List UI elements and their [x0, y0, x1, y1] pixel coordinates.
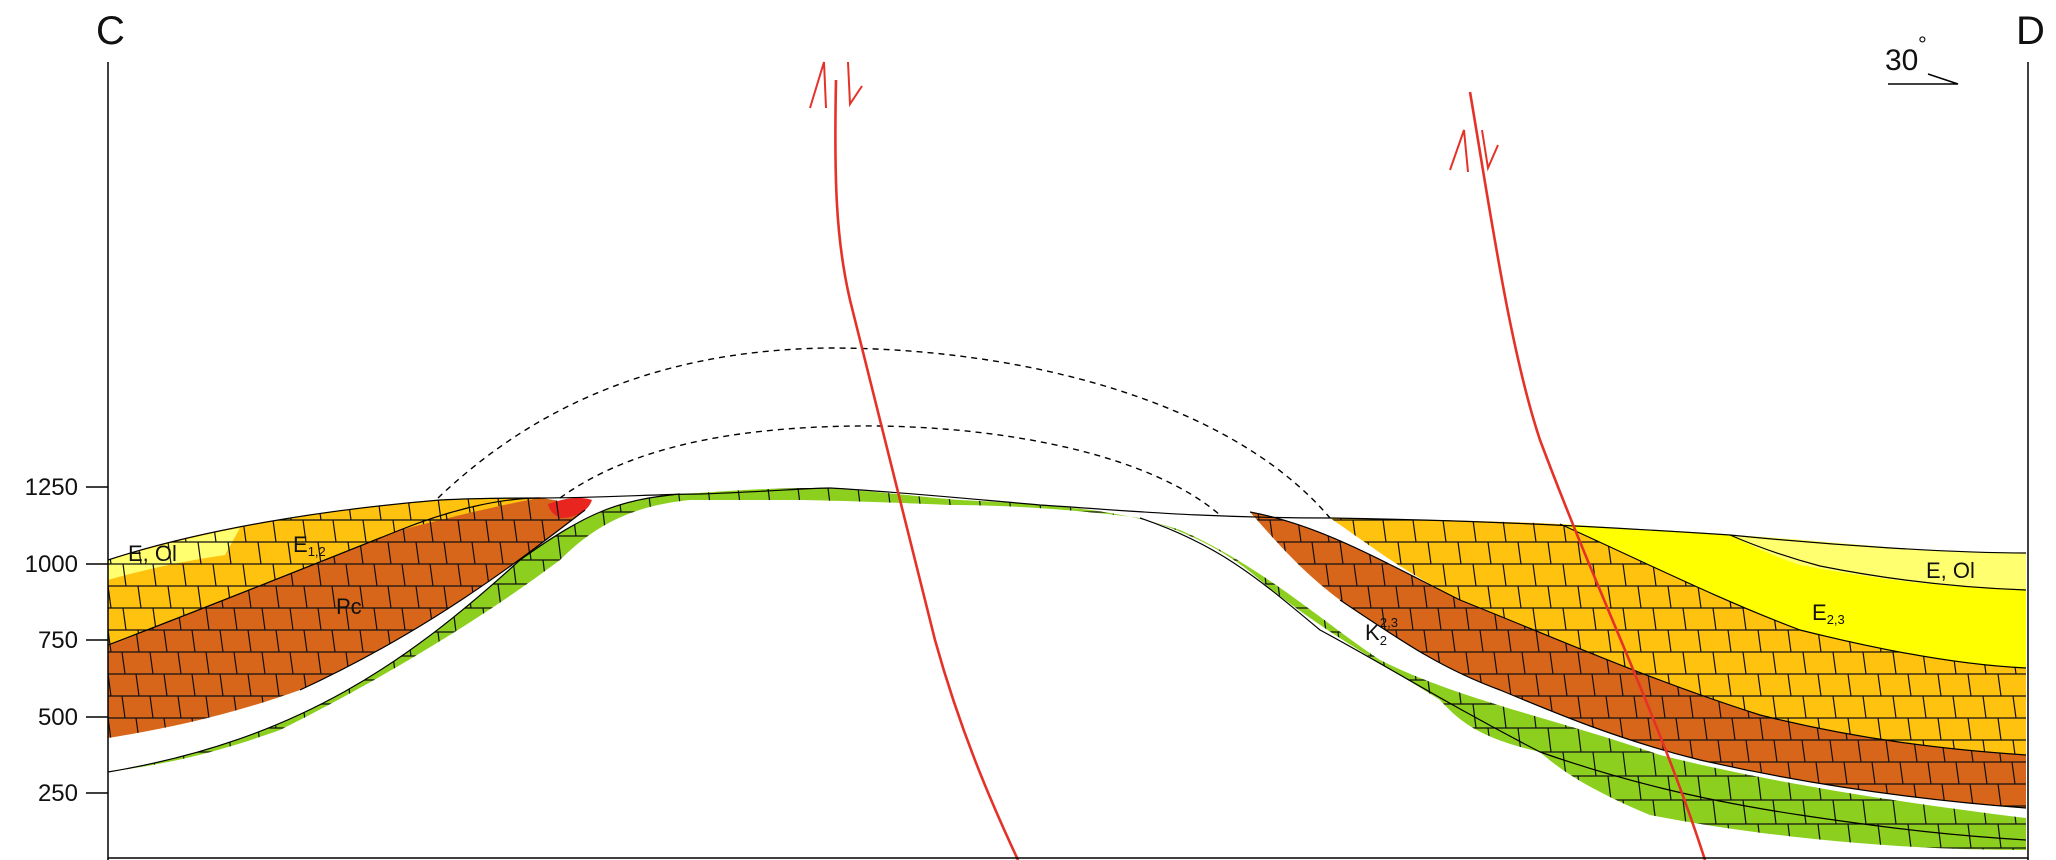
- fault-left-arrow-up: [809, 61, 827, 109]
- eroded-fold-outer: [437, 347, 1331, 519]
- dip-indicator: 30 °: [1885, 32, 1959, 85]
- unit-labels: E, Ol E1,2 Pc K22,3 E2,3 E, Ol: [128, 532, 1975, 648]
- axis-labels: 1250 1000 750 500 250: [25, 474, 78, 807]
- fault-left: [834, 79, 1020, 860]
- fault-left-arrow-down: [847, 61, 863, 108]
- dip-unit: °: [1918, 32, 1927, 57]
- fault-right-arrow-up: [1449, 129, 1469, 173]
- unit-label-e12-main: E: [293, 532, 308, 557]
- unit-label-e12: E1,2: [293, 532, 326, 559]
- unit-label-pc: Pc: [336, 594, 362, 619]
- tick-label-750: 750: [38, 627, 78, 654]
- unit-label-e12-sub: 1,2: [308, 544, 326, 559]
- fault-right: [1468, 91, 1707, 860]
- unit-label-eol-right: E, Ol: [1926, 558, 1975, 583]
- unit-label-k2-sub: 2: [1380, 633, 1387, 648]
- fault-right-arrow-down: [1481, 129, 1499, 172]
- unit-label-e23-sub: 2,3: [1827, 612, 1845, 627]
- section-end-label: D: [2016, 9, 2045, 53]
- unit-label-e23: E2,3: [1812, 600, 1845, 627]
- unit-label-k2-main: K: [1365, 620, 1380, 645]
- contact-lines: [107, 487, 2027, 841]
- faults: [809, 61, 1707, 860]
- unit-label-eol-left: E, Ol: [128, 541, 177, 566]
- tick-label-1250: 1250: [25, 474, 78, 501]
- section-start-label: C: [96, 9, 125, 53]
- tick-label-1000: 1000: [25, 551, 78, 578]
- tick-label-250: 250: [38, 780, 78, 807]
- pc-layer: [108, 498, 2026, 808]
- unit-label-k2-sup: 2,3: [1380, 615, 1398, 630]
- e12-layer: [108, 498, 2026, 755]
- dip-value: 30: [1885, 44, 1918, 77]
- tick-label-500: 500: [38, 704, 78, 731]
- eol-right-layer: [1730, 535, 2026, 590]
- section-frame: [86, 62, 2029, 860]
- unit-label-e23-main: E: [1812, 600, 1827, 625]
- unit-label-k2: K2 2,3: [1365, 615, 1398, 648]
- dip-symbol: [1888, 73, 1959, 85]
- eol-left-layer: [108, 528, 240, 580]
